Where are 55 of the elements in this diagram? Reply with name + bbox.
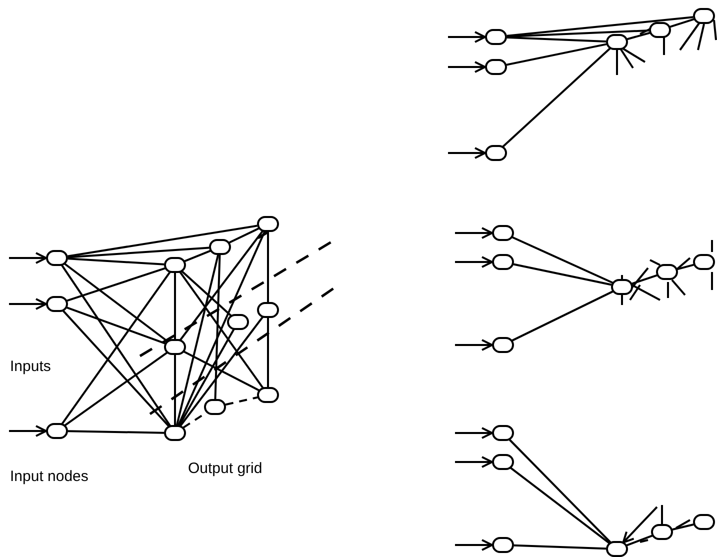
text-label: Inputs bbox=[10, 357, 51, 377]
arrow bbox=[9, 252, 47, 264]
arrow bbox=[455, 256, 493, 268]
connection-line bbox=[632, 274, 658, 285]
connection-line bbox=[174, 355, 176, 425]
connection-line bbox=[506, 43, 607, 66]
text-label: Input nodes bbox=[10, 467, 88, 487]
connection-line bbox=[513, 263, 612, 286]
connection-line bbox=[68, 430, 164, 434]
connection-line bbox=[672, 524, 694, 530]
text-label: Output grid bbox=[188, 459, 262, 479]
connection-line bbox=[68, 258, 164, 266]
connection-line bbox=[180, 230, 264, 341]
arrow bbox=[448, 31, 486, 43]
connection-line bbox=[670, 18, 694, 28]
connection-line bbox=[510, 467, 610, 544]
connection-line bbox=[506, 16, 694, 37]
connection-line bbox=[66, 267, 166, 302]
arrow bbox=[448, 147, 486, 159]
arrow bbox=[9, 298, 47, 310]
connection-line bbox=[177, 231, 266, 426]
connection-line bbox=[627, 32, 650, 40]
connection-line bbox=[514, 544, 606, 550]
connection-line bbox=[64, 262, 168, 342]
connection-line bbox=[176, 254, 220, 426]
connection-line bbox=[68, 246, 210, 258]
connection-line bbox=[174, 273, 176, 339]
connection-line bbox=[180, 316, 264, 427]
arrow bbox=[622, 506, 658, 544]
connection-line bbox=[677, 264, 694, 270]
connection-line bbox=[62, 310, 170, 428]
connection-line bbox=[267, 232, 269, 302]
connection-line bbox=[181, 270, 232, 316]
connection-line bbox=[225, 396, 258, 406]
connection-line bbox=[508, 438, 612, 544]
arrow bbox=[448, 61, 486, 73]
connection-line bbox=[68, 224, 258, 258]
connection-line bbox=[502, 48, 611, 148]
connection-line bbox=[506, 36, 606, 43]
connection-line bbox=[179, 272, 264, 388]
connection-line bbox=[66, 306, 166, 344]
connection-line bbox=[184, 350, 260, 392]
connection-line bbox=[178, 328, 235, 426]
arrow bbox=[455, 427, 493, 439]
arrow bbox=[455, 539, 493, 551]
connection-line bbox=[626, 534, 653, 546]
connection-line bbox=[214, 254, 221, 400]
arrow bbox=[9, 425, 47, 437]
arrow bbox=[455, 456, 493, 468]
connection-line bbox=[64, 352, 168, 426]
arrow bbox=[455, 339, 493, 351]
connection-line bbox=[506, 29, 650, 38]
connection-line bbox=[267, 318, 269, 387]
connection-line bbox=[184, 250, 211, 262]
arrow bbox=[455, 227, 493, 239]
